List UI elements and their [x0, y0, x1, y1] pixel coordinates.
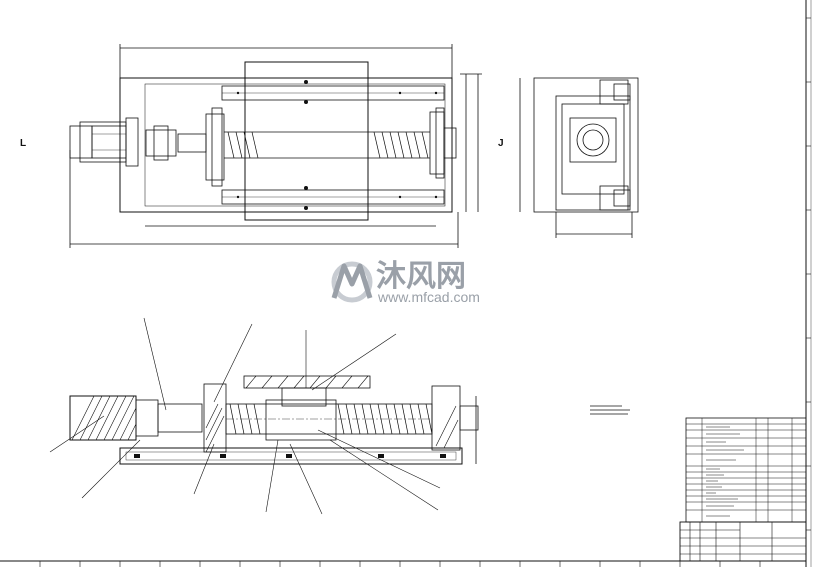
mfcad-logo-icon: [331, 261, 373, 303]
ballscrew-top-view: [224, 131, 430, 159]
watermark: 沐风网 www.mfcad.com: [331, 259, 480, 305]
end-view: [519, 77, 639, 238]
motor-hatch: [71, 375, 459, 453]
view-label-left: L: [20, 138, 26, 149]
top-view: [69, 44, 482, 248]
parts-list-table: [685, 417, 807, 523]
leader-lines: [49, 317, 441, 515]
watermark-url: www.mfcad.com: [377, 289, 480, 305]
title-block: [679, 521, 807, 562]
bolt-holes-top: [236, 80, 438, 210]
parts-list-marks: [706, 426, 744, 517]
bottom-zone-ticks: [39, 561, 761, 567]
technical-notes: [590, 405, 630, 415]
ballscrew-section: [226, 403, 433, 435]
watermark-chinese: 沐风网: [376, 259, 466, 294]
section-view: [69, 375, 479, 465]
view-label-right: J: [498, 138, 504, 149]
base-slots: [134, 454, 446, 458]
right-zone-ticks: [806, 17, 811, 531]
